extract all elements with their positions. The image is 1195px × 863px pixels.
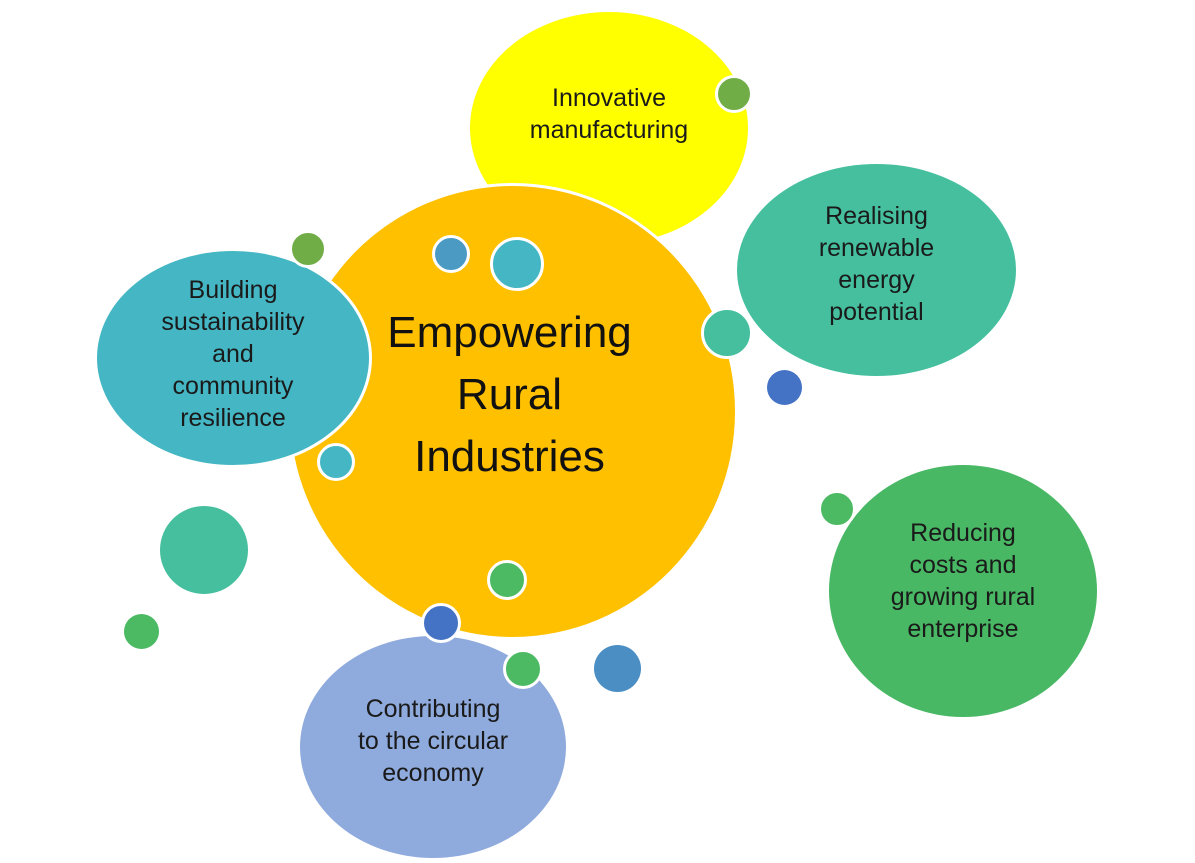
bubble-reducing-costs: Reducing costs and growing rural enterpr… [829,465,1097,717]
bubble-label-renewable-energy: Realising renewable energy potential [818,202,935,326]
bubble-label-innovative-manufacturing: Innovative manufacturing [529,84,689,144]
decor-dot-teal-right-edge [701,307,753,359]
bubble-renewable-energy: Realising renewable energy potential [737,164,1016,376]
bubble-label-sustainability-resilience: Building sustainability and community re… [161,276,305,432]
decor-dot-olive-left [289,230,327,268]
decor-dot-cyan-center [490,237,544,291]
decor-dot-green-small [124,614,159,649]
decor-dot-blue-bottom [421,603,461,643]
decor-dot-green-reducing [818,490,856,528]
bubble-sustainability-resilience: Building sustainability and community re… [94,248,372,468]
bubble-label-reducing-costs: Reducing costs and growing rural enterpr… [890,519,1036,643]
decor-dot-teal-large [160,506,248,594]
decor-dot-blue-right [767,370,802,405]
center-title: Empowering Rural Industries [387,307,632,481]
decor-dot-cyan-left-edge [317,443,355,481]
decor-dot-steel-blue-bottom [594,645,641,692]
bubble-label-circular-economy: Contributing to the circular economy [357,695,509,787]
decor-dot-green-center-bottom [487,560,527,600]
decor-dot-steel-blue-center [432,235,470,273]
decor-dot-olive-top-right [715,75,753,113]
decor-dot-green-circular [503,649,543,689]
